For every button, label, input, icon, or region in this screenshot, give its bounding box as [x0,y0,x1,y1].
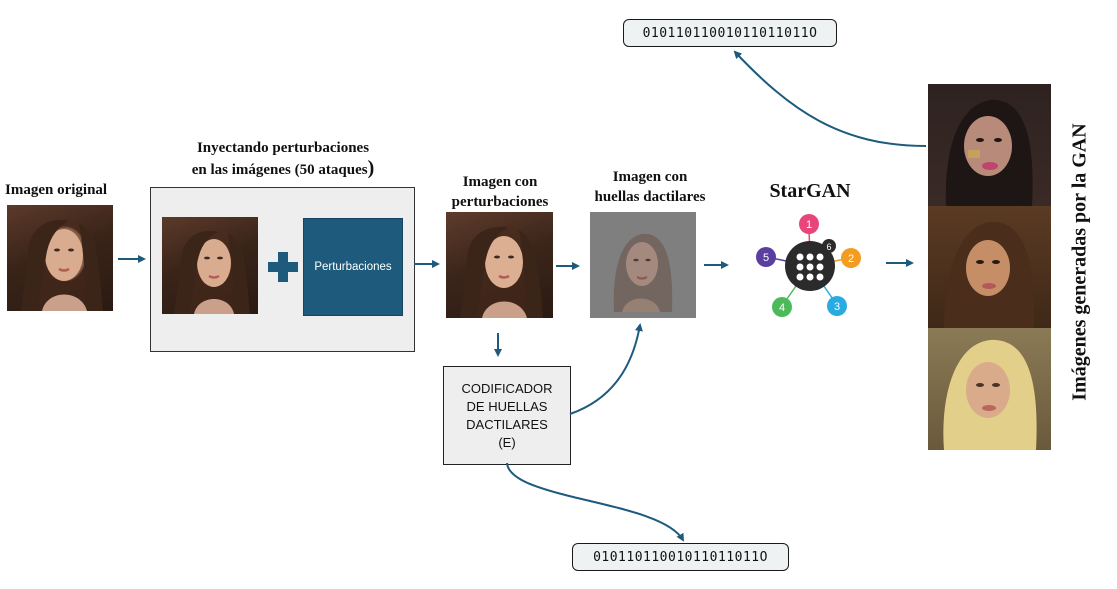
arrow-generated-to-top-code [733,50,927,147]
code-box-bottom: 01011011001011011011O [572,543,789,571]
generated-face-image-1 [928,84,1051,206]
original-face-image [7,205,113,311]
svg-text:1: 1 [806,219,812,231]
plus-icon [268,252,298,282]
input-face-image [162,217,258,314]
encoder-line1: CODIFICADOR [461,380,553,396]
label-perturbed-line1: Imagen con [462,174,538,190]
stargan-logo: 6 1 2 3 4 5 [756,214,861,317]
encoder-line3: DACTILARES [466,416,548,432]
label-perturbed-image: Imagen con perturbaciones [432,172,568,212]
svg-text:2: 2 [848,253,854,265]
label-fingerprinted-line2: huellas dactilares [594,189,706,205]
generated-face-image-2 [928,206,1051,328]
code-box-top: 01011011001011011011O [623,19,837,47]
label-fingerprinted-image: Imagen con huellas dactilares [580,167,720,207]
label-stargan: StarGAN [769,180,851,202]
svg-text:3: 3 [834,301,840,313]
label-injecting-line1: Inyectando perturbaciones [196,140,370,156]
arrow-encoder-to-bottom-code [506,462,685,542]
svg-text:5: 5 [763,252,769,264]
svg-text:4: 4 [779,302,785,314]
perturbation-block: Perturbaciones [303,218,403,316]
label-injecting-perturbations: Inyectando perturbaciones en las imágene… [158,138,408,180]
encoder-line4: (E) [498,434,516,450]
perturbation-label: Perturbaciones [314,261,392,273]
label-fingerprinted-line1: Imagen con [612,169,688,185]
fingerprinted-face-image [590,212,696,318]
generated-face-image-3 [928,328,1051,450]
label-perturbed-line2: perturbaciones [451,194,549,210]
perturbed-face-image [446,212,553,318]
fingerprint-encoder-box: CODIFICADOR DE HUELLAS DACTILARES (E) [443,366,571,465]
encoder-line2: DE HUELLAS [466,398,548,414]
label-injecting-line2: en las imágenes (50 ataques) [191,157,375,179]
arrow-encoder-to-fingerprinted [569,323,643,415]
svg-text:6: 6 [826,242,831,252]
label-original-image: Imagen original [5,182,108,198]
